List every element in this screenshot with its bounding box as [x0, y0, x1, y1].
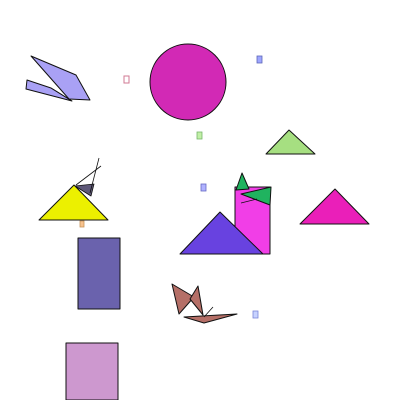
- magenta-circle: [149, 43, 227, 121]
- small-orange-mark: [79, 220, 85, 228]
- diagonal-line: [75, 165, 102, 186]
- magenta-triangle: [299, 188, 370, 225]
- small-green-mark: [196, 131, 203, 140]
- small-blue-mark-bottom: [252, 310, 259, 319]
- blue-triangle: [179, 211, 264, 255]
- small-pink-mark: [123, 75, 130, 84]
- green-bow-left: [235, 172, 250, 191]
- dark-small-triangle: [74, 183, 95, 197]
- yellow-triangle-group: [38, 157, 109, 221]
- small-blue-mark-middle: [200, 183, 207, 192]
- small-blue-mark-top: [256, 55, 263, 64]
- yellow-triangle: [38, 184, 109, 221]
- green-bow-line: [240, 198, 258, 204]
- upper-line: [89, 157, 100, 194]
- slate-rectangle: [77, 237, 121, 310]
- green-triangle: [265, 129, 316, 155]
- lavender-rectangle: [65, 342, 119, 400]
- brown-bird-shape: [171, 283, 238, 324]
- blue-bird-shape: [25, 55, 91, 102]
- center-triangle-rect-group: [179, 172, 272, 255]
